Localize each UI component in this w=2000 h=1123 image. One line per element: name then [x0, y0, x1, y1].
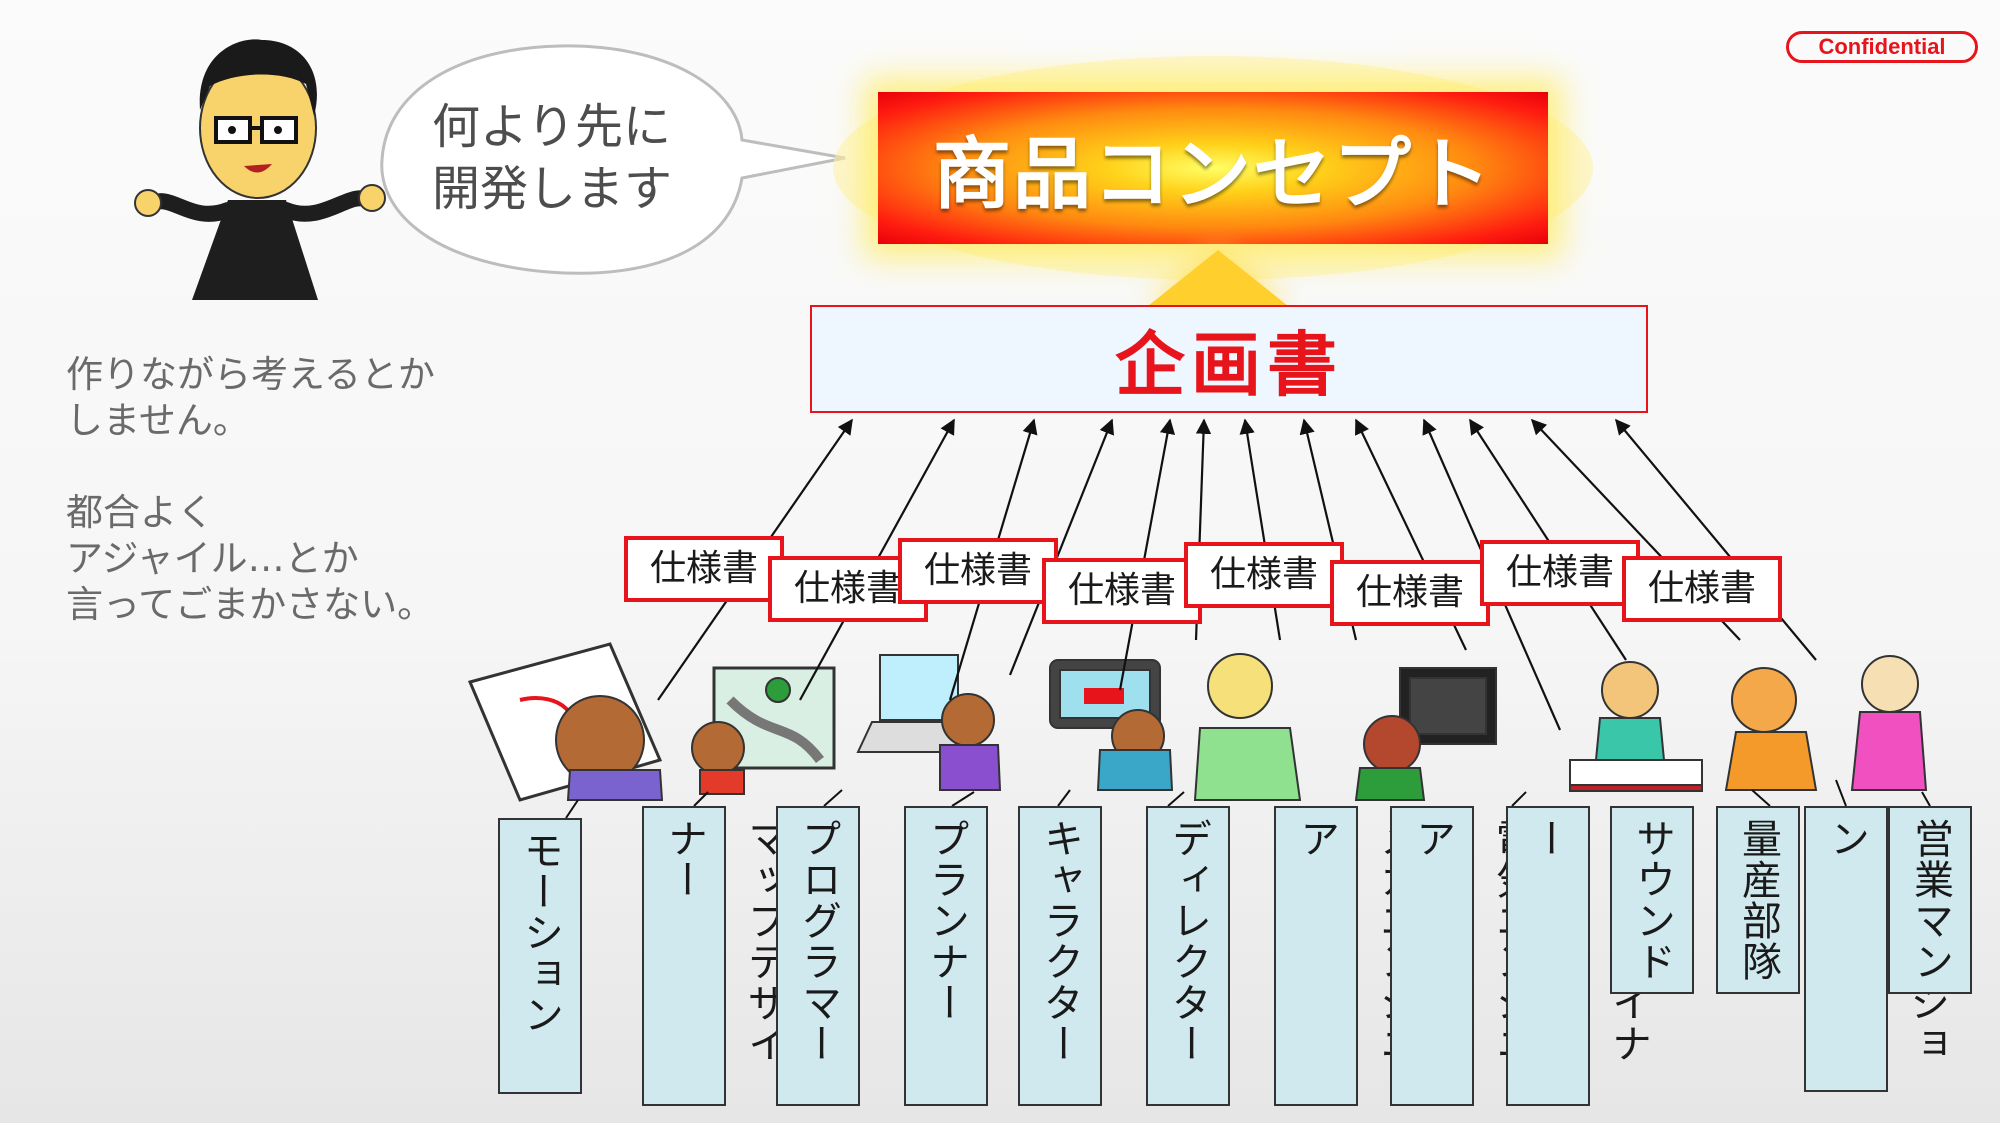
role-director: ディレクター — [1146, 806, 1230, 1106]
spec-sheet-6: 仕様書 — [1330, 560, 1490, 626]
presenter-avatar — [134, 39, 386, 300]
plan-document-box: 企画書 — [810, 305, 1648, 413]
role-planner-label: プランナー — [923, 818, 969, 1023]
spec-sheet-1: 仕様書 — [624, 536, 784, 602]
spec-sheet-4: 仕様書 — [1042, 558, 1202, 624]
product-concept-box: 商品コンセプト — [878, 92, 1548, 244]
role-mecha-engineer: メカエンジニア — [1274, 806, 1419, 1106]
role-motion: モーション — [498, 818, 582, 1094]
role-director-label: ディレクター — [1165, 818, 1211, 1064]
speech-bubble-text: 何より先に 開発します — [432, 99, 673, 217]
role-promotion: プロモーション — [1804, 806, 1949, 1092]
up-triangle-icon — [1148, 250, 1288, 306]
role-map-designer: マップデザイナー — [642, 806, 787, 1106]
speech-bubble — [380, 44, 846, 275]
role-planner: プランナー — [904, 806, 988, 1106]
staff-illustrations — [467, 642, 1928, 802]
plan-document-label: 企画書 — [1115, 323, 1343, 406]
spec-sheet-3: 仕様書 — [898, 538, 1058, 604]
role-connectors — [565, 779, 1931, 819]
note-text-2: 都合よく アジャイル…とか 言ってごまかさない。 — [66, 491, 435, 626]
role-sales: 営業マン — [1888, 806, 1972, 994]
spec-sheet-5: 仕様書 — [1184, 542, 1344, 608]
role-mass-production-label: 量産部隊 — [1735, 818, 1781, 982]
role-sales-label: 営業マン — [1907, 818, 1953, 982]
note-text-1: 作りながら考えるとか しません。 — [66, 353, 435, 442]
role-character-label: キャラクター — [1037, 818, 1083, 1064]
role-sound-label: サウンド — [1629, 818, 1675, 982]
role-programmer: プログラマー — [776, 806, 860, 1106]
role-motion-label: モーション — [517, 830, 563, 1035]
confidential-badge: Confidential — [1786, 31, 1978, 63]
role-mechanical-designer: 機械デザイナー — [1506, 806, 1651, 1106]
spec-sheet-8: 仕様書 — [1622, 556, 1782, 622]
role-sound: サウンド — [1610, 806, 1694, 994]
spec-sheet-7: 仕様書 — [1480, 540, 1640, 606]
product-concept-label: 商品コンセプト — [932, 130, 1493, 220]
role-mass-production: 量産部隊 — [1716, 806, 1800, 994]
role-character: キャラクター — [1018, 806, 1102, 1106]
role-programmer-label: プログラマー — [795, 818, 841, 1064]
role-electrical-engineer: 電気エンジニア — [1390, 806, 1535, 1106]
